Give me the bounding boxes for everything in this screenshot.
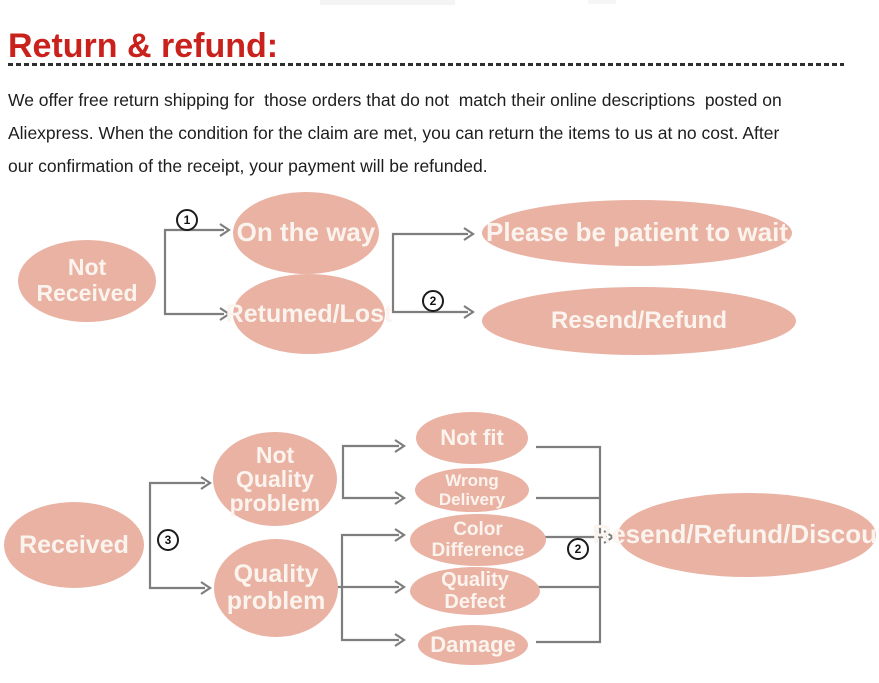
- node-resend-refund-discount: Resend/Refund/Discount: [592, 493, 879, 577]
- flow1-left-fork: [163, 223, 231, 321]
- arrow-right-icon: [200, 476, 212, 490]
- step-circle-2: 2: [567, 538, 589, 560]
- flow2-not-quality-fork: [341, 439, 406, 505]
- node-not-fit: Not fit: [416, 412, 528, 464]
- node-wrong-delivery: Wrong Delivery: [415, 468, 529, 512]
- arrow-right-icon: [394, 633, 406, 647]
- node-quality-defect: Quality Defect: [410, 567, 540, 615]
- step-circle-1: 1: [176, 209, 198, 231]
- node-not-received: Not Received: [18, 240, 156, 322]
- arrow-right-icon: [200, 581, 212, 595]
- arrow-right-icon: [463, 305, 475, 319]
- step-circle-2: 2: [422, 290, 444, 312]
- arrow-right-icon: [603, 530, 615, 544]
- arrow-right-icon: [394, 439, 406, 453]
- arrow-right-icon: [394, 580, 406, 594]
- arrow-right-icon: [463, 227, 475, 241]
- flow2-merge-bracket: [536, 445, 615, 644]
- node-received: Received: [4, 502, 144, 588]
- top-edge-artifact: [588, 0, 616, 4]
- node-please-be-patient: Please be patient to wait: [482, 200, 792, 266]
- node-not-quality-problem: Not Quality problem: [213, 432, 337, 526]
- intro-line-3: our confirmation of the receipt, your pa…: [8, 156, 488, 176]
- node-returned-lost: Retumed/Lost: [226, 274, 392, 354]
- arrow-right-icon: [394, 528, 406, 542]
- intro-line-2: Aliexpress. When the condition for the c…: [8, 123, 780, 143]
- dashed-divider: [8, 63, 844, 66]
- intro-line-1: We offer free return shipping for those …: [8, 90, 782, 110]
- top-edge-artifact: [320, 0, 455, 5]
- step-circle-3: 3: [157, 529, 179, 551]
- node-on-the-way: On the way: [233, 192, 379, 274]
- intro-paragraph: We offer free return shipping for those …: [8, 84, 782, 183]
- arrow-right-icon: [394, 491, 406, 505]
- flow2-left-fork: [148, 476, 212, 595]
- flow1-right-fork: [391, 227, 475, 319]
- node-resend-refund: Resend/Refund: [482, 287, 796, 355]
- node-damage: Damage: [418, 625, 528, 665]
- node-color-difference: Color Difference: [410, 514, 546, 566]
- arrow-right-icon: [219, 307, 231, 321]
- node-quality-problem: Quality problem: [214, 539, 338, 637]
- arrow-right-icon: [219, 223, 231, 237]
- page-title: Return & refund:: [8, 26, 279, 65]
